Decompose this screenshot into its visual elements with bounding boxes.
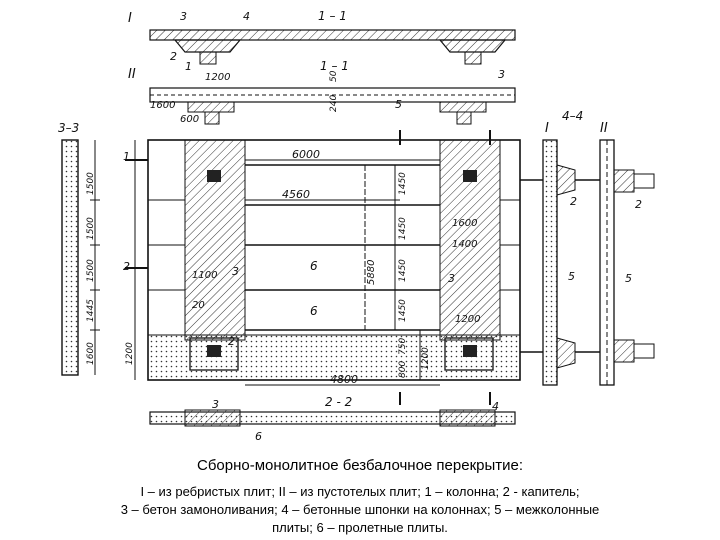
- callout-2-top: 2: [170, 50, 177, 63]
- caption-line-2: 3 – бетон замоноливания; 4 – бетонные шп…: [120, 502, 600, 517]
- callout-6-b: 6: [310, 304, 318, 318]
- callout-2-a: 2: [228, 335, 235, 348]
- dim-4560: 4560: [282, 188, 310, 201]
- callout-4-bottom: 4: [492, 400, 499, 413]
- marker-roman-2: II: [128, 67, 136, 82]
- dim-1400: 1400: [452, 239, 477, 250]
- dim-1500-c: 1500: [86, 259, 96, 282]
- section-2-2: [149, 409, 516, 427]
- callout-2-r2: 2: [635, 198, 642, 211]
- callout-2-plan: 2: [123, 260, 130, 273]
- dim-20: 20: [192, 300, 205, 311]
- dim-1500-b: 1500: [86, 217, 96, 240]
- dim-800: 800: [398, 361, 408, 378]
- callout-3-b: 3: [448, 272, 455, 285]
- structural-drawing: I II 1 – 1 1 – 1 2 - 2 3–3 4–4 I II 1200…: [58, 9, 655, 443]
- section-I-ribbed: [149, 29, 516, 65]
- marker-roman-1: I: [128, 11, 132, 26]
- marker-col-I: I: [545, 121, 549, 136]
- floor-plan: [125, 130, 521, 405]
- section-label-2-2: 2 - 2: [325, 395, 352, 409]
- section-label-4-4: 4–4: [562, 109, 583, 123]
- dim-50: 50: [329, 70, 339, 82]
- dim-750: 750: [398, 338, 408, 355]
- callout-labels: 3 4 2 1 5 6 6 3 3 2 1 2 3 5 2 2 5 4 3 6: [123, 10, 642, 443]
- marker-labels: I II 1 – 1 1 – 1 2 - 2 3–3 4–4 I II: [58, 9, 608, 409]
- callout-6-a: 6: [310, 259, 318, 273]
- dim-1100: 1100: [192, 270, 217, 281]
- dim-1445: 1445: [86, 299, 96, 322]
- section-label-1-1-b: 1 – 1: [320, 59, 349, 73]
- marker-col-II: II: [600, 121, 608, 136]
- callout-3-r: 3: [498, 68, 505, 81]
- callout-1-top: 1: [185, 60, 192, 73]
- section-4-4: [520, 139, 655, 386]
- dim-6000: 6000: [292, 148, 320, 161]
- dim-1200-top: 1200: [205, 72, 230, 83]
- callout-1-plan: 1: [123, 150, 130, 163]
- dim-1450-d: 1450: [398, 299, 408, 322]
- dim-1600-b: 1600: [452, 218, 477, 229]
- caption-line-3: плиты; 6 – пролетные плиты.: [272, 520, 448, 535]
- dim-5880: 5880: [366, 260, 377, 285]
- callout-3-top: 3: [180, 10, 187, 23]
- dim-1200-left: 1200: [125, 342, 135, 365]
- callout-2-r: 2: [570, 195, 577, 208]
- dim-1200-v: 1200: [421, 347, 431, 370]
- section-3-3: [61, 139, 100, 376]
- section-label-1-1: 1 – 1: [318, 9, 347, 23]
- dimension-labels: 1200 1600 600 50 240 6000 4560 4800 1600…: [86, 70, 480, 386]
- dim-1450-b: 1450: [398, 217, 408, 240]
- callout-5-r: 5: [568, 270, 575, 283]
- dim-1450-a: 1450: [398, 172, 408, 195]
- caption-title: Сборно-монолитное безбалочное перекрытие…: [196, 457, 524, 474]
- callout-5-top: 5: [395, 98, 402, 111]
- dim-1600-left: 1600: [86, 342, 96, 365]
- caption-line-1: I – из ребристых плит; II – из пустотелы…: [140, 484, 580, 499]
- dim-1450-c: 1450: [398, 259, 408, 282]
- dim-1200-r: 1200: [455, 314, 480, 325]
- callout-3-bottom: 3: [212, 398, 219, 411]
- dim-4800: 4800: [330, 373, 358, 386]
- callout-5-r2: 5: [625, 272, 632, 285]
- callout-3-a: 3: [232, 265, 239, 278]
- figure-caption: Сборно-монолитное безбалочное перекрытие…: [0, 455, 720, 537]
- section-II-hollow: [149, 87, 516, 125]
- dim-1500-a: 1500: [86, 172, 96, 195]
- dim-1600: 1600: [150, 100, 175, 111]
- section-label-3-3: 3–3: [58, 121, 79, 135]
- callout-4-top: 4: [243, 10, 250, 23]
- dim-600: 600: [180, 114, 199, 125]
- dim-240: 240: [329, 95, 339, 112]
- callout-6-bottom: 6: [255, 430, 262, 443]
